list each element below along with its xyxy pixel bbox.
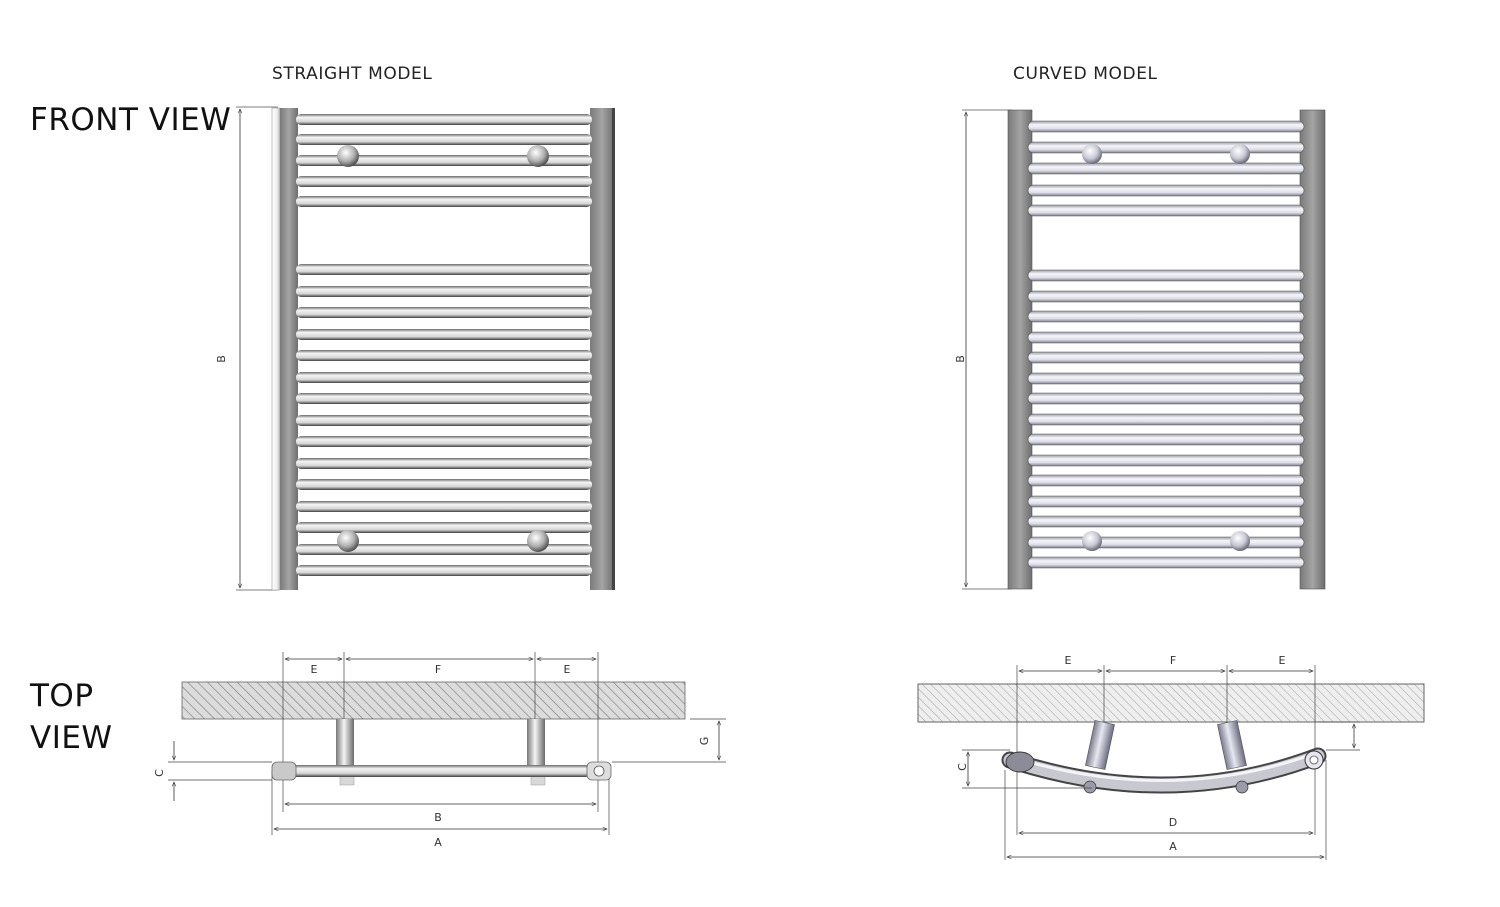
rail-bar <box>1027 141 1305 154</box>
rail-bar <box>1027 515 1305 528</box>
rail-bar <box>1027 331 1305 344</box>
straight-bars <box>296 114 592 576</box>
curved-front-view: B <box>954 109 1326 590</box>
curved-dim-b: B <box>954 109 1012 590</box>
straight-bracket-knob <box>527 530 549 552</box>
top-view-heading-line1: TOP <box>30 678 94 714</box>
rail-bar <box>296 286 592 297</box>
wall-section <box>181 681 686 720</box>
straight-dim-e-right: E <box>564 663 571 676</box>
left-end-cap <box>271 761 297 781</box>
rail-bar <box>296 114 592 125</box>
top-view-heading-line2: VIEW <box>30 720 113 756</box>
front-view-heading: FRONT VIEW <box>30 102 232 138</box>
rail-bar <box>1027 556 1305 569</box>
wall-bracket <box>527 719 545 771</box>
rail-bar <box>1027 413 1305 426</box>
rail-bar <box>1027 290 1305 303</box>
rail-bar <box>1027 351 1305 364</box>
right-rail <box>1299 109 1326 590</box>
curved-dim-a: A <box>1169 840 1177 853</box>
rail-bar <box>1027 310 1305 323</box>
rail-bar <box>1027 454 1305 467</box>
straight-front-view: B <box>215 106 615 591</box>
rail-bar <box>296 458 592 469</box>
wall-bracket <box>1085 720 1115 770</box>
curved-bracket-knob <box>1230 144 1250 164</box>
straight-front-dim-b-label: B <box>215 355 228 363</box>
curved-bracket-knob <box>1230 531 1250 551</box>
rail-bar <box>296 565 592 576</box>
rail-bar <box>1027 474 1305 487</box>
rail-bar <box>1027 433 1305 446</box>
left-end-cap <box>1005 751 1035 773</box>
curved-front-dim-b-label: B <box>954 355 967 363</box>
curved-top-view: E F E C D A <box>917 654 1425 860</box>
rail-bar <box>1027 184 1305 197</box>
wall-bracket <box>1217 720 1247 770</box>
rail-bar <box>296 329 592 340</box>
rail-bar <box>1027 392 1305 405</box>
curved-bars <box>1027 120 1305 569</box>
rail-bar <box>296 196 592 207</box>
rail-bar <box>296 350 592 361</box>
curved-dim-c: C <box>956 763 969 771</box>
rail-bar <box>296 501 592 512</box>
curved-model-title: CURVED MODEL <box>1013 64 1158 84</box>
straight-dim-b: B <box>434 811 442 824</box>
straight-dim-c: C <box>153 769 166 777</box>
rail-bar <box>296 415 592 426</box>
straight-bracket-knob <box>337 530 359 552</box>
straight-bracket-knob <box>337 145 359 167</box>
rail-bar <box>1027 495 1305 508</box>
top-bar <box>290 765 590 777</box>
curved-dim-e-right: E <box>1279 654 1286 667</box>
rail-bar <box>296 176 592 187</box>
straight-bracket-knob <box>527 145 549 167</box>
straight-dim-f: F <box>435 663 441 676</box>
rail-bar <box>1027 162 1305 175</box>
left-rail <box>280 108 298 590</box>
rail-bar <box>1027 372 1305 385</box>
rail-bar <box>296 522 592 533</box>
rail-bar <box>1027 536 1305 549</box>
rail-bar <box>296 155 592 166</box>
wall-section <box>917 683 1425 723</box>
curved-dim-e-left: E <box>1065 654 1072 667</box>
rail-bar <box>296 264 592 275</box>
rail-bar <box>1027 269 1305 282</box>
left-rail-highlight <box>271 107 281 591</box>
rail-bar <box>296 393 592 404</box>
rail-bar <box>296 544 592 555</box>
left-rail <box>1007 109 1033 590</box>
straight-dim-a: A <box>434 836 442 849</box>
curved-dim-f: F <box>1170 654 1176 667</box>
straight-dim-e-left: E <box>311 663 318 676</box>
curved-bar <box>1003 749 1325 792</box>
right-rail <box>590 108 614 590</box>
rail-bar <box>296 134 592 145</box>
rail-bar <box>296 372 592 383</box>
straight-dim-b: B <box>215 106 278 591</box>
rail-bar <box>1027 204 1305 217</box>
rail-bar <box>1027 120 1305 133</box>
straight-dim-g: G <box>698 737 711 746</box>
rail-bar <box>296 479 592 490</box>
curved-bracket-knob <box>1082 144 1102 164</box>
straight-top-view: E F E G C B A <box>153 652 726 849</box>
curved-dim-d: D <box>1169 816 1177 829</box>
rail-bar <box>296 307 592 318</box>
curved-bracket-knob <box>1082 531 1102 551</box>
wall-bracket <box>336 719 354 771</box>
straight-model-title: STRAIGHT MODEL <box>272 64 433 84</box>
rail-bar <box>296 436 592 447</box>
